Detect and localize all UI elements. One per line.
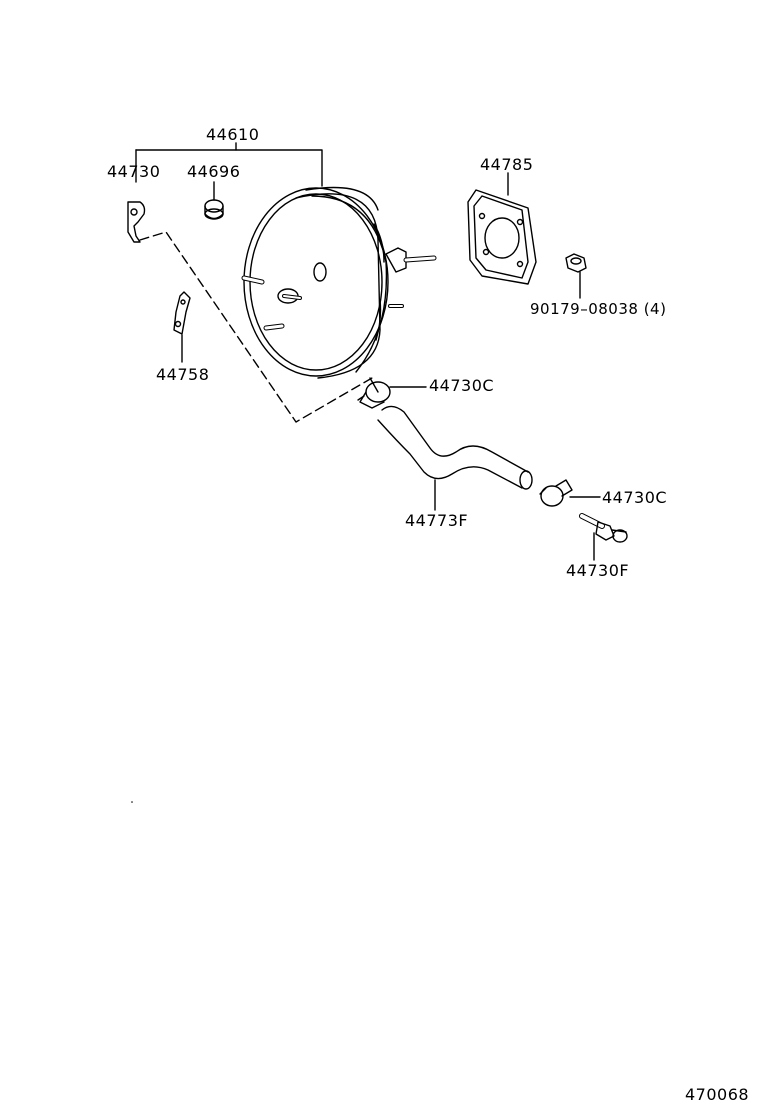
part-label-44730: 44730 <box>107 162 161 181</box>
part-label-44696: 44696 <box>187 162 241 181</box>
clamp-upper-icon <box>357 381 391 409</box>
part-label-44773f: 44773F <box>405 511 469 530</box>
catalog-number: 470068 <box>685 1085 750 1104</box>
brake-booster-icon <box>241 186 437 393</box>
part-label-90179: 90179–08038 (4) <box>530 300 667 318</box>
bracket-icon <box>173 291 191 335</box>
stray-dot <box>131 801 133 803</box>
clamp-lower-icon <box>539 479 573 507</box>
part-label-44730f: 44730F <box>566 561 630 580</box>
vacuum-hose-icon <box>377 405 533 490</box>
part-label-44785: 44785 <box>480 155 534 174</box>
dashed-connection-line <box>139 231 373 423</box>
part-label-44730c-upper: 44730C <box>429 376 495 395</box>
part-label-44758: 44758 <box>156 365 210 384</box>
nut-icon <box>565 253 587 273</box>
grommet-icon <box>204 199 224 220</box>
union-fitting-icon <box>579 513 628 543</box>
clip-icon <box>127 201 146 243</box>
part-label-44730c-lower: 44730C <box>602 488 668 507</box>
gasket-icon <box>467 189 537 285</box>
part-label-44610: 44610 <box>206 125 260 144</box>
leader-lines <box>135 142 601 561</box>
